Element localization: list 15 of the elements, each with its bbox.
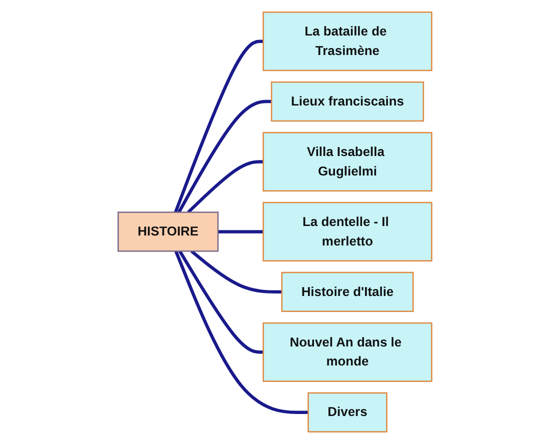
connector	[174, 250, 308, 414]
node-box: Divers	[308, 392, 388, 432]
connector	[174, 39, 264, 212]
connector	[187, 160, 264, 213]
node-box: Lieux franciscains	[270, 80, 424, 122]
connector	[178, 99, 272, 213]
node-box: Histoire d'Italie	[281, 271, 414, 312]
node-box: HISTOIRE	[118, 211, 219, 252]
connector	[218, 230, 264, 233]
node-box: La dentelle - Il merletto	[262, 201, 432, 261]
connector	[190, 249, 282, 294]
node-box: Villa Isabella Guglielmi	[262, 132, 432, 192]
connector	[178, 250, 264, 354]
node-box: La bataille de Trasimène	[262, 11, 432, 71]
node-box: Nouvel An dans le monde	[262, 322, 432, 382]
